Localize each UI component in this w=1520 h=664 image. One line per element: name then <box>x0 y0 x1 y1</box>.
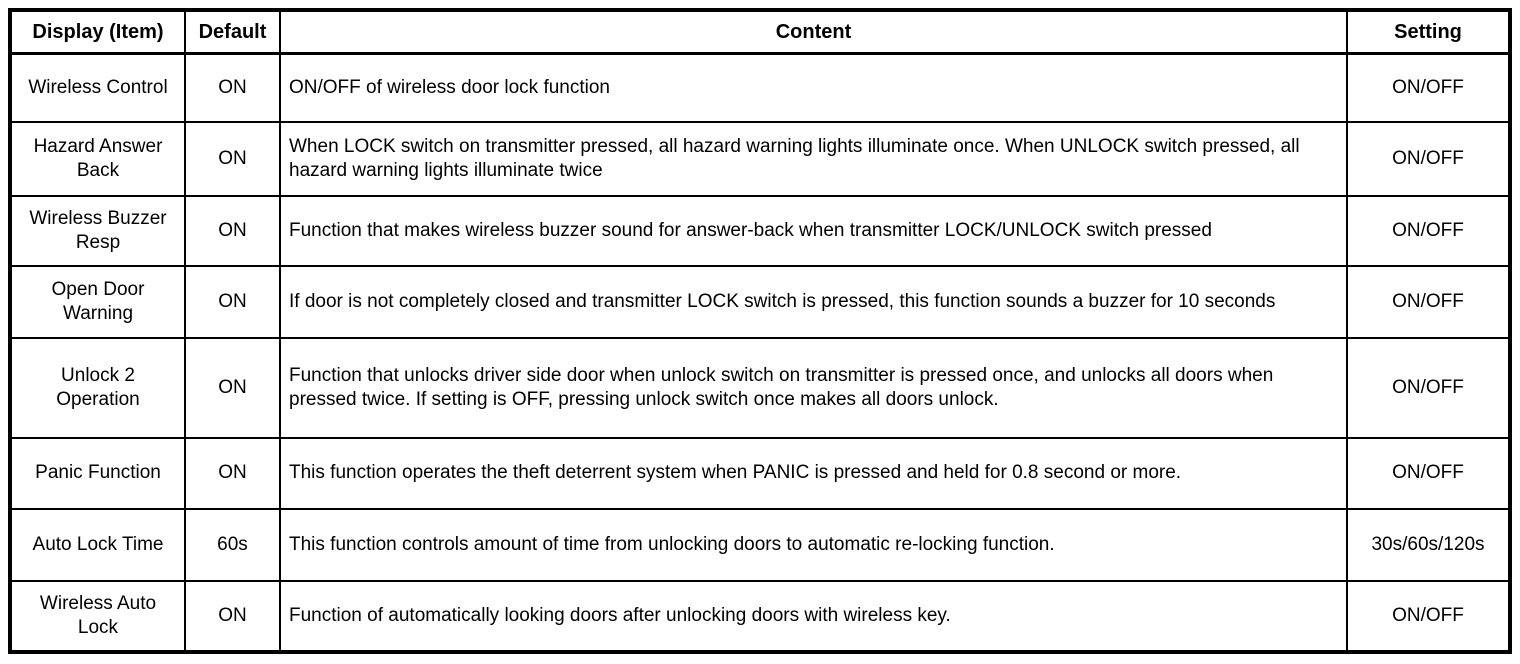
cell-content: Function that makes wireless buzzer soun… <box>279 194 1348 267</box>
cell-default: ON <box>184 52 281 123</box>
cell-default: ON <box>184 120 281 197</box>
cell-setting: ON/OFF <box>1346 194 1511 267</box>
table-row: Unlock 2 Operation ON Function that unlo… <box>9 336 1511 439</box>
cell-default: 60s <box>184 507 281 582</box>
table-row: Hazard Answer Back ON When LOCK switch o… <box>9 120 1511 197</box>
wireless-settings-table: Display (Item) Default Content Setting W… <box>8 8 1512 654</box>
cell-default: ON <box>184 436 281 510</box>
cell-display: Auto Lock Time <box>9 507 186 582</box>
cell-default: ON <box>184 579 281 653</box>
cell-content: Function of automatically looking doors … <box>279 579 1348 653</box>
table-row: Panic Function ON This function operates… <box>9 436 1511 510</box>
cell-content: This function operates the theft deterre… <box>279 436 1348 510</box>
table-row: Auto Lock Time 60s This function control… <box>9 507 1511 582</box>
cell-display: Open Door Warning <box>9 264 186 339</box>
table-row: Wireless Buzzer Resp ON Function that ma… <box>9 194 1511 267</box>
cell-setting: ON/OFF <box>1346 52 1511 123</box>
cell-setting: ON/OFF <box>1346 336 1511 439</box>
table-body: Wireless Control ON ON/OFF of wireless d… <box>9 52 1511 653</box>
cell-content: If door is not completely closed and tra… <box>279 264 1348 339</box>
table-row: Wireless Control ON ON/OFF of wireless d… <box>9 52 1511 123</box>
cell-default: ON <box>184 194 281 267</box>
cell-content: This function controls amount of time fr… <box>279 507 1348 582</box>
cell-display: Unlock 2 Operation <box>9 336 186 439</box>
cell-display: Wireless Auto Lock <box>9 579 186 653</box>
cell-content: Function that unlocks driver side door w… <box>279 336 1348 439</box>
col-header-default: Default <box>184 9 281 55</box>
cell-display: Wireless Buzzer Resp <box>9 194 186 267</box>
cell-setting: ON/OFF <box>1346 264 1511 339</box>
cell-content: When LOCK switch on transmitter pressed,… <box>279 120 1348 197</box>
col-header-display-item: Display (Item) <box>9 9 186 55</box>
cell-default: ON <box>184 336 281 439</box>
cell-display: Wireless Control <box>9 52 186 123</box>
col-header-setting: Setting <box>1346 9 1511 55</box>
cell-setting: ON/OFF <box>1346 120 1511 197</box>
cell-default: ON <box>184 264 281 339</box>
cell-setting: ON/OFF <box>1346 436 1511 510</box>
col-header-content: Content <box>279 9 1348 55</box>
cell-display: Panic Function <box>9 436 186 510</box>
cell-setting: ON/OFF <box>1346 579 1511 653</box>
cell-display: Hazard Answer Back <box>9 120 186 197</box>
table-row: Open Door Warning ON If door is not comp… <box>9 264 1511 339</box>
cell-content: ON/OFF of wireless door lock function <box>279 52 1348 123</box>
header-row: Display (Item) Default Content Setting <box>9 9 1511 55</box>
cell-setting: 30s/60s/120s <box>1346 507 1511 582</box>
table-row: Wireless Auto Lock ON Function of automa… <box>9 579 1511 653</box>
